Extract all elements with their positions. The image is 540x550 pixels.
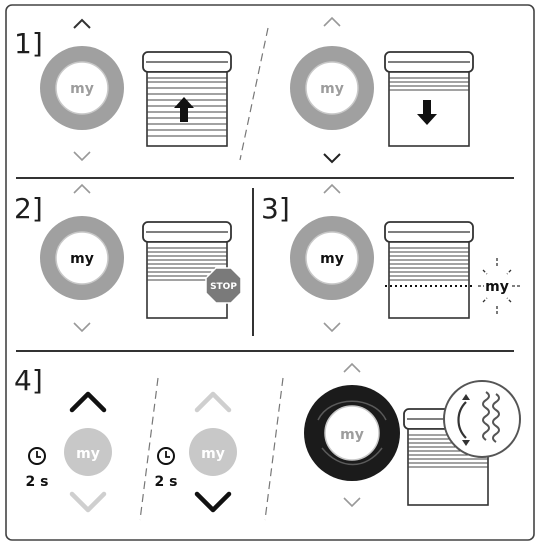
chevron-down-icon <box>69 491 107 513</box>
chevron-up-icon <box>194 391 232 413</box>
chevron-down-icon <box>323 322 341 333</box>
remote-1a: my <box>40 18 124 162</box>
stop-sign-icon: STOP <box>205 267 242 304</box>
remote-4: my <box>304 362 400 508</box>
shutter-1b <box>384 51 474 147</box>
my-button-label: my <box>320 81 344 97</box>
step-label-2: 2] <box>14 192 43 225</box>
clock-icon <box>28 447 46 465</box>
chevron-up-icon <box>343 362 361 373</box>
remote-2: my <box>40 183 124 333</box>
hold-duration: 2 s <box>155 474 178 490</box>
clock-icon <box>157 447 175 465</box>
outer-frame <box>5 4 535 541</box>
chevron-down-icon <box>194 491 232 513</box>
my-button-label: my <box>201 446 225 462</box>
step-label-1: 1] <box>14 27 43 60</box>
chevron-up-icon <box>73 18 91 29</box>
chevron-up-icon <box>73 183 91 194</box>
chevron-up-icon <box>69 391 107 413</box>
chevron-down-icon <box>73 151 91 162</box>
stop-sign-label: STOP <box>210 282 237 292</box>
my-button <box>305 231 359 285</box>
my-button <box>55 231 109 285</box>
sparkle-icon <box>478 258 520 314</box>
hold-down-remote: my <box>189 391 237 513</box>
arrow-up-icon <box>174 97 194 122</box>
dashed-divider-2 <box>139 377 159 521</box>
my-button-label: my <box>340 427 364 443</box>
hold-duration: 2 s <box>26 474 49 490</box>
chevron-up-icon <box>323 183 341 194</box>
hold-up-remote: my <box>64 391 112 513</box>
dashed-divider-1 <box>239 27 269 161</box>
chevron-down-icon <box>73 322 91 333</box>
remote-3: my <box>290 183 374 333</box>
chevron-down-icon <box>323 153 341 164</box>
shutter-3 <box>384 221 474 319</box>
my-button <box>305 61 359 115</box>
step-label-3: 3] <box>261 192 290 225</box>
motor-rotation-icon <box>443 380 521 458</box>
step-label-4: 4] <box>14 364 43 397</box>
timer-a: 2 s <box>26 447 49 490</box>
timer-b: 2 s <box>155 447 178 490</box>
my-position-label: my <box>485 279 509 295</box>
shutter-1a <box>142 51 232 147</box>
remote-1b: my <box>290 16 374 164</box>
my-button <box>189 428 237 476</box>
chevron-down-icon <box>343 497 361 508</box>
my-button-label: my <box>70 251 94 267</box>
arrow-down-icon <box>417 100 437 125</box>
my-button-label: my <box>70 81 94 97</box>
my-button <box>55 61 109 115</box>
my-button-label: my <box>320 251 344 267</box>
chevron-up-icon <box>323 16 341 27</box>
my-button-label: my <box>76 446 100 462</box>
my-button <box>324 405 380 461</box>
dashed-divider-3 <box>264 377 284 521</box>
my-button <box>64 428 112 476</box>
shutter-2: STOP <box>142 221 242 319</box>
my-position-marker: my <box>478 258 520 314</box>
